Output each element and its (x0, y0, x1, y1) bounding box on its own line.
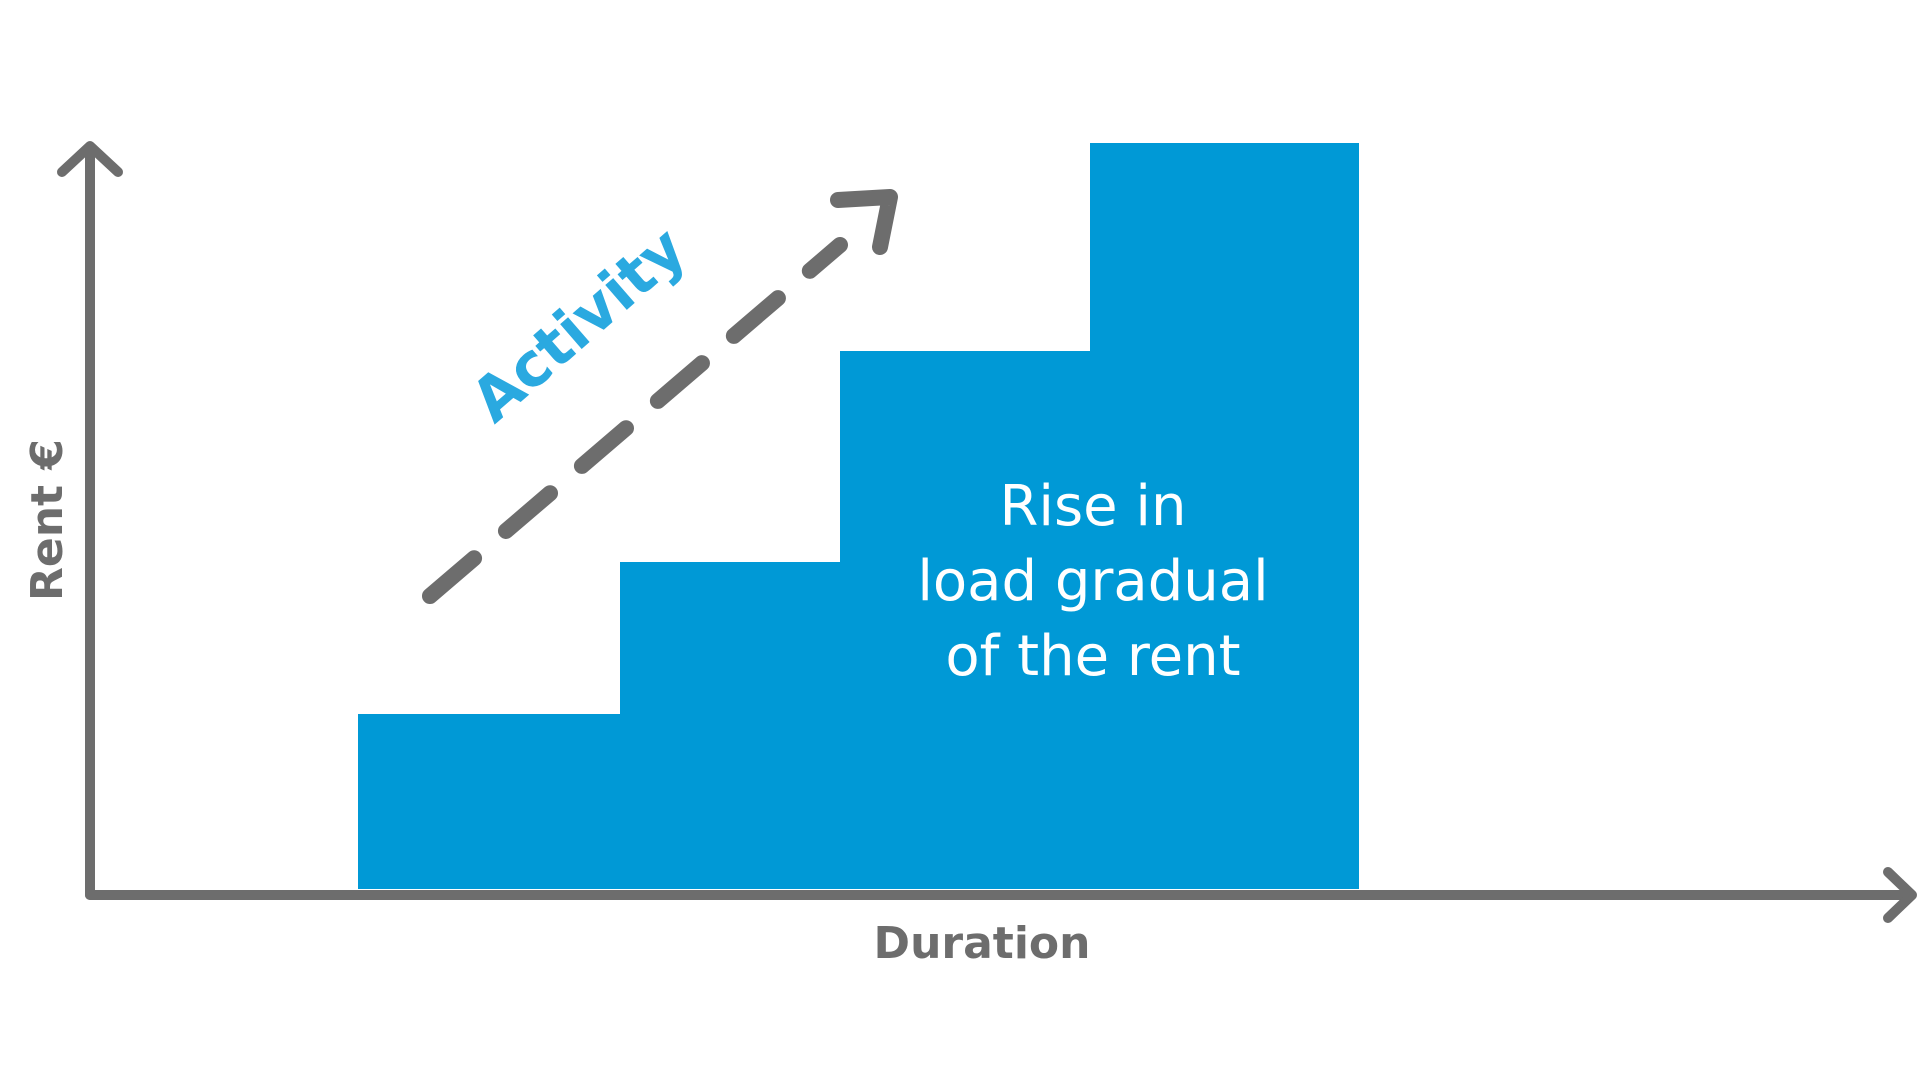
activity-arrow-dashes (422, 237, 848, 604)
y-axis-label: Rent € (22, 439, 73, 601)
activity-arrow (422, 189, 898, 604)
axes (57, 141, 1917, 923)
x-axis-label: Duration (874, 918, 1091, 969)
y-axis-arrowhead-icon (57, 141, 123, 177)
description-text: Rise in load gradual of the rent (917, 474, 1268, 689)
description-line-1: Rise in (1000, 474, 1187, 539)
rent-step-1 (358, 714, 621, 889)
rent-step-3 (840, 351, 1091, 889)
activity-arrowhead-icon (830, 189, 898, 255)
description-line-3: of the rent (945, 624, 1240, 689)
x-axis-arrowhead-icon (1883, 867, 1917, 923)
description-line-2: load gradual (917, 549, 1268, 614)
rent-step-2 (620, 562, 841, 889)
rent-steps (358, 143, 1359, 889)
rent-step-4 (1090, 143, 1359, 889)
